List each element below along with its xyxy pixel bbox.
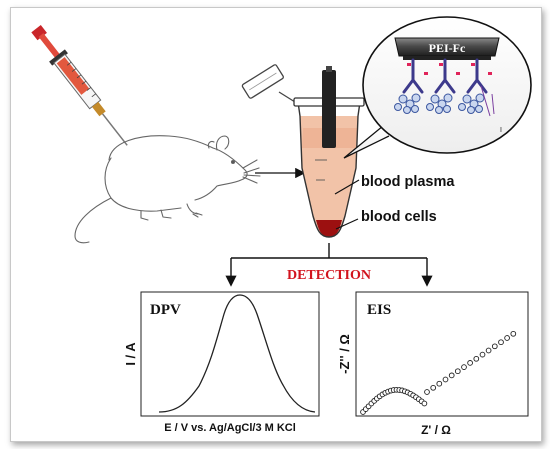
microtube-icon [241,64,365,238]
dpv-xlabel: E / V vs. Ag/AgCl/3 M KCl [164,422,296,434]
eis-point [485,347,492,354]
eis-point [461,364,467,370]
electrode-rod [322,70,336,148]
eis-xlabel: Z' / Ω [421,423,451,437]
cells-layer [316,220,342,237]
detection-label: DETECTION [287,268,371,283]
rat-icon [74,135,261,244]
eis-point [467,360,473,366]
eis-point [436,380,443,387]
dpv-curve [158,294,316,413]
graphical-abstract: PEI-Fc I blood plasma blood cells DETECT… [10,7,542,442]
plasma-label: blood plasma [361,174,455,190]
eis-point [510,330,517,337]
eis-point [479,351,486,358]
eis-point [473,355,480,362]
eis-point [491,343,498,350]
eis-point [454,368,461,375]
leader-lines [334,179,360,230]
dpv-panel: DPV I / A E / V vs. Ag/AgCl/3 M KCl [123,291,320,434]
eis-point [504,335,510,341]
eis-ylabel: -Z'' / Ω [337,334,352,374]
detection-branch [225,243,433,287]
dpv-ylabel: I / A [123,342,138,366]
linker-marks [407,63,492,75]
eis-point [448,372,455,379]
eis-point [430,384,437,391]
electrode-label: PEI-Fc [429,41,466,55]
eis-point [424,389,430,395]
nanoparticle-icon [394,93,485,114]
eis-point [498,339,504,346]
cells-label: blood cells [361,209,437,225]
electrode-disk: PEI-Fc [394,37,500,60]
svg-text:I: I [500,127,502,134]
eis-title: EIS [367,302,391,318]
eis-points [360,330,517,415]
eis-point [421,400,428,407]
dpv-title: DPV [150,302,181,318]
syringe-icon [31,25,128,146]
eis-panel: EIS -Z'' / Ω Z' / Ω [337,291,529,437]
eis-point [442,376,449,383]
bubble-pointer [343,125,390,159]
